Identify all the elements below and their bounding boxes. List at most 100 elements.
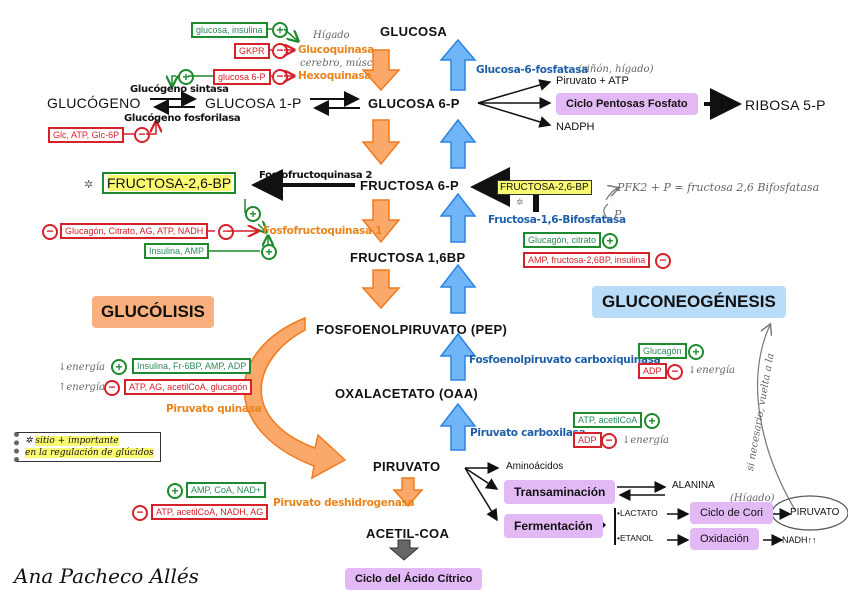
enzyme-hexoquinasa: Hexoquinasa	[298, 70, 372, 82]
metabolite-fructosa-6p: FRUCTOSA 6-P	[360, 178, 459, 193]
regulator-pk-inhibitors: ATP, AG, acetilCoA, glucagón	[124, 379, 253, 395]
fate-fermentacion: Fermentación	[504, 514, 603, 538]
minus-icon: −	[132, 505, 148, 521]
minus-icon: −	[218, 224, 234, 240]
regulator-fbp-inhibitors: AMP, fructosa-2,6BP, insulina	[523, 252, 651, 268]
fate-ciclo-cori: Ciclo de Cori	[690, 502, 773, 524]
regulator-pc-inhibitor: ADP	[573, 432, 602, 448]
metabolite-pep: FOSFOENOLPIRUVATO (PEP)	[316, 322, 508, 337]
plus-icon: +	[178, 69, 194, 85]
note-higado-cori: (Hígado)	[730, 493, 775, 504]
metabolite-glucosa-6p: GLUCOSA 6-P	[368, 96, 460, 111]
enzyme-f16-bifosfatasa: Fructosa-1,6-Bifosfatasa	[488, 214, 626, 226]
glycolysis-arrow-3	[361, 199, 401, 244]
enzyme-glucoquinasa: Glucoquinasa	[298, 44, 375, 56]
enzyme-piruvato-carboxilasa: Piruvato carboxilasa	[470, 427, 586, 439]
metabolite-fructosa-16bp: FRUCTOSA 1,6BP	[350, 250, 466, 265]
gluconeo-arrow-3	[439, 192, 477, 243]
metabolite-glucosa: GLUCOSA	[380, 24, 448, 39]
g6p-product-nadph: NADPH	[556, 121, 595, 133]
glycolysis-arrow-1	[361, 49, 401, 92]
note-higado: Hígado	[313, 30, 350, 41]
enzyme-piruvato-deshidrogenasa: Piruvato deshidrogenasa	[273, 497, 415, 509]
metabolite-acetilcoa: ACETIL-COA	[366, 526, 450, 541]
regulator-pk-activators: Insulina, Fr-6BP, AMP, ADP	[132, 358, 252, 374]
note-pfk2: PFK2 + P = fructosa 2,6 Bifosfatasa	[617, 181, 820, 194]
minus-icon: −	[134, 127, 150, 143]
metabolite-oaa: OXALACETATO (OAA)	[335, 386, 479, 401]
regulator-pdh-inhibitors: ATP, acetilCoA, NADH, AG	[151, 504, 269, 520]
key-site-icon: ✲	[516, 197, 524, 207]
regulator-pepck-activator: Glucagón	[638, 343, 687, 359]
regulator-pfk1-inhibitors: Glucagón, Citrato, AG, ATP, NADH	[60, 223, 209, 239]
fate-nadh: NADH↑↑	[782, 535, 817, 545]
minus-icon: −	[655, 253, 671, 269]
pentose-phosphate-pill: Ciclo Pentosas Fosfato	[556, 93, 698, 115]
regulator-pepck-inhibitor: ADP	[638, 363, 667, 379]
note-rinon-higado: (riñón, hígado)	[578, 64, 654, 75]
fate-transaminacion: Transaminación	[504, 480, 616, 504]
acetilcoa-arrow	[388, 539, 420, 561]
key-site-icon: ✲	[25, 436, 36, 446]
gluconeo-arrow-5	[439, 332, 477, 381]
enzyme-pfk1: Fosfofructoquinasa 1	[263, 225, 383, 237]
regulator-gp-inhibitors: Glc, ATP, Glc-6P	[48, 127, 125, 143]
enzyme-glucogeno-sintasa: Glucógeno sintasa	[130, 84, 229, 95]
minus-icon: −	[272, 69, 288, 85]
fate-alanina: ALANINA	[672, 480, 715, 491]
minus-icon: −	[272, 43, 288, 59]
gluconeo-arrow-2	[439, 118, 477, 169]
metabolite-ribosa-5p: RIBOSA 5-P	[745, 97, 826, 113]
regulator-gk-inhibitor: GKPR	[234, 43, 270, 59]
enzyme-glucogeno-fosforilasa: Glucógeno fosforilasa	[124, 113, 241, 124]
krebs-cycle-pill: Ciclo del Ácido Cítrico	[345, 568, 483, 590]
note-energia-up-pk: ↑energía	[58, 382, 105, 393]
enzyme-piruvato-quinasa: Piruvato quinasa	[166, 403, 262, 415]
legend-line-1: sitio + importante	[35, 436, 119, 446]
gluconeo-arrow-1	[439, 38, 477, 91]
legend-box: ✲ sitio + importante en la regulación de…	[14, 432, 161, 462]
regulator-pc-activators: ATP, acetilCoA	[573, 412, 643, 428]
note-energia-down-pk: ↓energía	[58, 362, 105, 373]
metabolite-glucosa-1p: GLUCOSA 1-P	[205, 95, 302, 111]
plus-icon: +	[602, 233, 618, 249]
fructosa-26bp-left: FRUCTOSA-2,6-BP	[107, 175, 232, 191]
note-p: P	[614, 208, 622, 221]
regulator-hk-inhibitor: glucosa 6-P	[213, 69, 271, 85]
fructosa-26bp-left-box: FRUCTOSA-2,6-BP	[102, 172, 237, 194]
plus-icon: +	[644, 413, 660, 429]
fate-aminoacidos: Aminoácidos	[506, 461, 564, 472]
metabolite-piruvato: PIRUVATO	[373, 459, 441, 474]
legend-line-2: en la regulación de glúcidos	[25, 448, 154, 458]
fate-lactato: •LACTATO	[617, 508, 658, 518]
plus-icon: +	[272, 22, 288, 38]
plus-icon: +	[261, 244, 277, 260]
regulator-fbp-activators: Glucagón, citrato	[523, 232, 602, 248]
enzyme-pepck: Fosfoenolpiruvato carboxiquinasa	[469, 354, 661, 366]
note-energia-down-pepck: ↓energía	[688, 365, 735, 376]
plus-icon: +	[111, 359, 127, 375]
key-site-icon: ✲	[84, 179, 94, 191]
enzyme-g6-fosfatasa: Glucosa-6-fosfatasa	[476, 64, 588, 76]
glycolysis-arrow-pep-pyr	[243, 316, 347, 480]
fructosa-26bp-right: FRUCTOSA-2,6-BP	[497, 180, 592, 195]
regulator-pfk1-activators: Insulina, AMP	[144, 243, 210, 259]
minus-icon: −	[667, 364, 683, 380]
glycolysis-title: GLUCÓLISIS	[92, 296, 214, 328]
fate-oxidacion: Oxidación	[690, 528, 759, 550]
regulator-pdh-activators: AMP, CoA, NAD+	[186, 482, 267, 498]
minus-icon: −	[601, 433, 617, 449]
plus-icon: +	[167, 483, 183, 499]
enzyme-pfk2: Fosfofructoquinasa 2	[259, 170, 373, 181]
glycolysis-arrow-5	[392, 477, 424, 508]
glycolysis-arrow-2	[361, 119, 401, 166]
signature: Ana Pacheco Allés	[14, 564, 199, 588]
glycolysis-arrow-4	[361, 269, 401, 310]
g6p-product-piruvato-atp: Piruvato + ATP	[556, 75, 629, 87]
gluconeogenesis-title: GLUCONEOGÉNESIS	[592, 286, 786, 318]
metabolite-glucogeno: GLUCÓGENO	[47, 95, 141, 111]
note-cerebro: cerebro, músc	[300, 58, 373, 69]
regulator-gk-activators: glucosa, insulina	[191, 22, 268, 38]
fate-etanol: •ETANOL	[617, 533, 654, 543]
